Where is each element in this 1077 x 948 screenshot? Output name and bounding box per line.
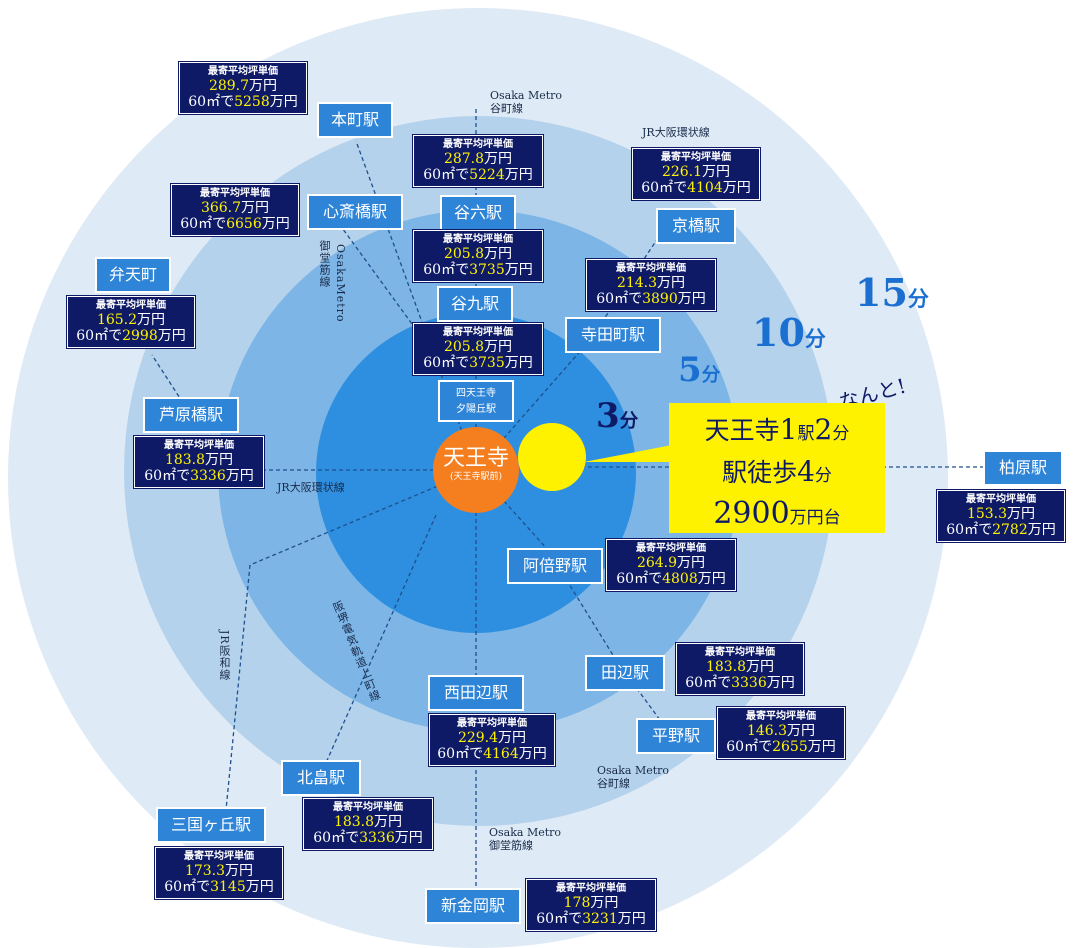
price-tanabe: 最寄平均坪単価 183.8万円 60㎡で3336万円 [676, 643, 804, 695]
line-shinsaibashi [339, 224, 421, 336]
time-label-3: 3分 [596, 396, 639, 436]
property-callout: 天王寺1駅2分 駅徒歩4分 2900万円台 [669, 403, 885, 533]
station-kitabatake: 北畠駅 [281, 760, 361, 796]
price-kyobashi: 最寄平均坪単価 226.1万円 60㎡で4104万円 [632, 148, 760, 200]
station-nishitanabe: 西田辺駅 [428, 675, 524, 711]
price-nishitanabe: 最寄平均坪単価 229.4万円 60㎡で4164万円 [429, 714, 555, 766]
price-shitennoji: 最寄平均坪単価 205.8万円 60㎡で3735万円 [413, 323, 543, 375]
price-ashiharabashi: 最寄平均坪単価 183.8万円 60㎡で3336万円 [134, 436, 264, 488]
line-label-osakametro-vertical: OsakaMetro [334, 244, 347, 323]
station-tanabe: 田辺駅 [585, 655, 665, 691]
property-marker [518, 423, 586, 491]
station-shitennoji: 四天王寺夕陽丘駅 [438, 380, 514, 422]
station-abeno: 阿倍野駅 [507, 548, 603, 584]
line-label-jr-hanwa: JR阪和線 [218, 630, 231, 681]
station-tanikyu: 谷九駅 [437, 286, 513, 322]
station-shinsaibashi: 心斎橋駅 [307, 194, 403, 230]
station-kyobashi: 京橋駅 [656, 208, 736, 244]
station-ashiharabashi: 芦原橋駅 [143, 397, 239, 433]
price-bentencho: 最寄平均坪単価 165.2万円 60㎡で2998万円 [67, 296, 195, 348]
callout-line3: 2900万円台 [713, 496, 841, 531]
price-shinkanaoka: 最寄平均坪単価 178万円 60㎡で3231万円 [526, 879, 656, 931]
line-label-midosuji-vertical: 御堂筋線 [318, 240, 331, 288]
time-label-5: 5分 [678, 350, 721, 390]
line-jrhanwa-a [249, 469, 477, 566]
station-taniroku: 谷六駅 [440, 195, 516, 231]
price-taniroku: 最寄平均坪単価 287.8万円 60㎡で5224万円 [413, 135, 543, 187]
station-mikunigaoka: 三国ヶ丘駅 [156, 807, 266, 843]
station-teradacho: 寺田町駅 [565, 317, 661, 353]
station-shinkanaoka: 新金岡駅 [425, 888, 521, 924]
station-kashiwara: 柏原駅 [983, 450, 1063, 486]
station-hirano: 平野駅 [636, 718, 716, 754]
callout-line1: 天王寺1駅2分 [704, 413, 850, 446]
time-label-10: 10分 [752, 310, 826, 355]
line-label-jr-loop-left: JR大阪環状線 [277, 481, 345, 494]
time-label-15: 15分 [855, 270, 929, 315]
line-jrhanwa-b [225, 564, 251, 811]
price-honmachi: 最寄平均坪単価 289.7万円 60㎡で5258万円 [179, 62, 307, 114]
center-tennoji: 天王寺 (天王寺駅前) [433, 427, 519, 513]
price-abeno: 最寄平均坪単価 264.9万円 60㎡で4808万円 [606, 539, 736, 591]
price-hirano: 最寄平均坪単価 146.3万円 60㎡で2655万円 [717, 707, 845, 759]
price-kashiwara: 最寄平均坪単価 153.3万円 60㎡で2782万円 [937, 490, 1065, 542]
price-shinsaibashi: 最寄平均坪単価 366.7万円 60㎡で6656万円 [171, 184, 299, 236]
station-honmachi: 本町駅 [317, 102, 393, 138]
station-bentencho: 弁天町 [95, 257, 171, 293]
callout-line2: 駅徒歩4分 [722, 455, 832, 488]
line-kitabatake [324, 514, 437, 766]
price-mikunigaoka: 最寄平均坪単価 173.3万円 60㎡で3145万円 [155, 847, 283, 899]
price-teradacho: 最寄平均坪単価 214.3万円 60㎡で3890万円 [586, 259, 716, 311]
price-kitabatake: 最寄平均坪単価 183.8万円 60㎡で3336万円 [303, 798, 433, 850]
line-label-jr-loop-top: JR大阪環状線 [642, 126, 710, 139]
price-tanikyu: 最寄平均坪単価 205.8万円 60㎡で3735万円 [413, 230, 543, 282]
